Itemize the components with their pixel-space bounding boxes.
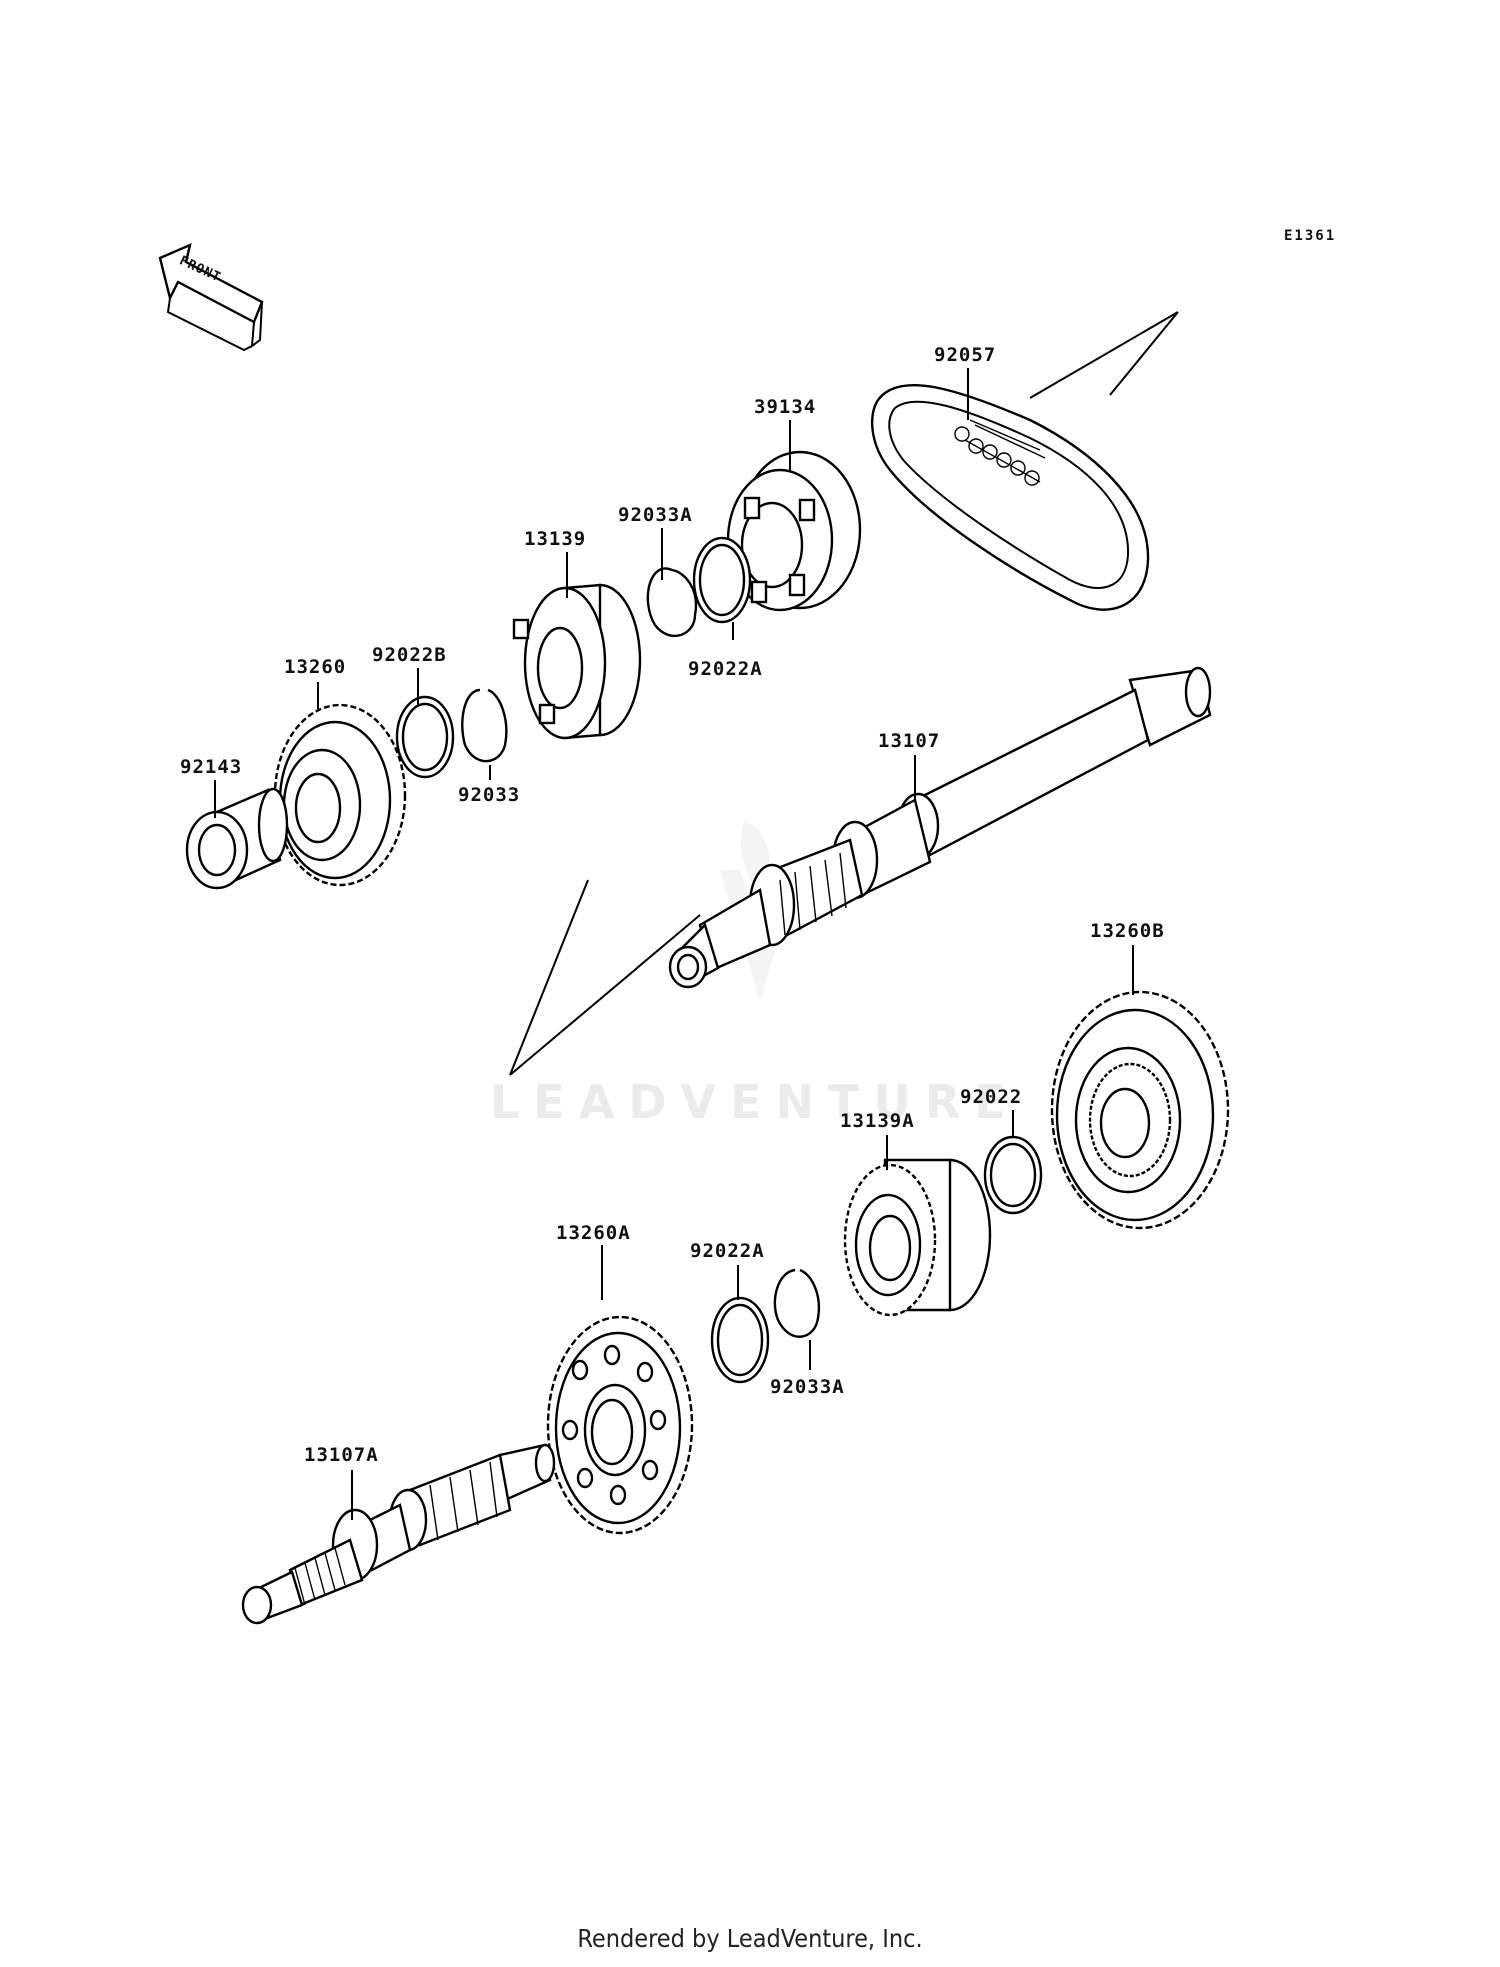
part-label-92022A-bottom[interactable]: 92022A	[690, 1240, 765, 1262]
part-label-92022[interactable]: 92022	[960, 1086, 1023, 1108]
gear-39134	[726, 450, 862, 612]
circlip-92033A-top	[646, 567, 698, 637]
shaft-13107	[668, 666, 1212, 989]
gear-13260A	[546, 1315, 694, 1535]
part-label-13139A[interactable]: 13139A	[840, 1110, 915, 1132]
part-label-13139[interactable]: 13139	[524, 528, 587, 550]
part-label-13107[interactable]: 13107	[878, 730, 941, 752]
upper-axis-line	[509, 311, 1179, 1076]
dog-13139	[512, 583, 642, 740]
part-label-92033A-bottom[interactable]: 92033A	[770, 1376, 845, 1398]
part-label-92022B[interactable]: 92022B	[372, 644, 447, 666]
part-label-13260A[interactable]: 13260A	[556, 1222, 631, 1244]
watermark-text: LEADVENTURE	[490, 1075, 1020, 1129]
washer-92022A-top	[692, 536, 752, 624]
part-label-13260B[interactable]: 13260B	[1090, 920, 1165, 942]
diagram-code: E1361	[1284, 228, 1337, 244]
washer-92022	[983, 1135, 1043, 1215]
collar-92143	[185, 787, 289, 890]
washer-92022B	[395, 695, 455, 779]
part-label-13107A[interactable]: 13107A	[304, 1444, 379, 1466]
circlip-92033A-bottom	[773, 1268, 821, 1338]
leader-lines	[214, 368, 1134, 1520]
circlip-92033	[461, 688, 508, 763]
part-label-92033A-top[interactable]: 92033A	[618, 504, 693, 526]
washer-92022A-bottom	[710, 1296, 770, 1384]
footer-credit: Rendered by LeadVenture, Inc.	[577, 1924, 923, 1953]
part-label-92143[interactable]: 92143	[180, 756, 243, 778]
part-label-92033[interactable]: 92033	[458, 784, 521, 806]
part-label-13260[interactable]: 13260	[284, 656, 347, 678]
gear-13260	[273, 703, 407, 887]
part-label-92022A-top[interactable]: 92022A	[688, 658, 763, 680]
front-arrow-icon	[158, 242, 264, 352]
hub-13139A	[843, 1158, 992, 1317]
part-label-92057[interactable]: 92057	[934, 344, 997, 366]
part-label-39134[interactable]: 39134	[754, 396, 817, 418]
drive-chain	[871, 383, 1150, 611]
shaft-13107A	[241, 1443, 556, 1625]
gear-13260B	[1050, 990, 1230, 1230]
